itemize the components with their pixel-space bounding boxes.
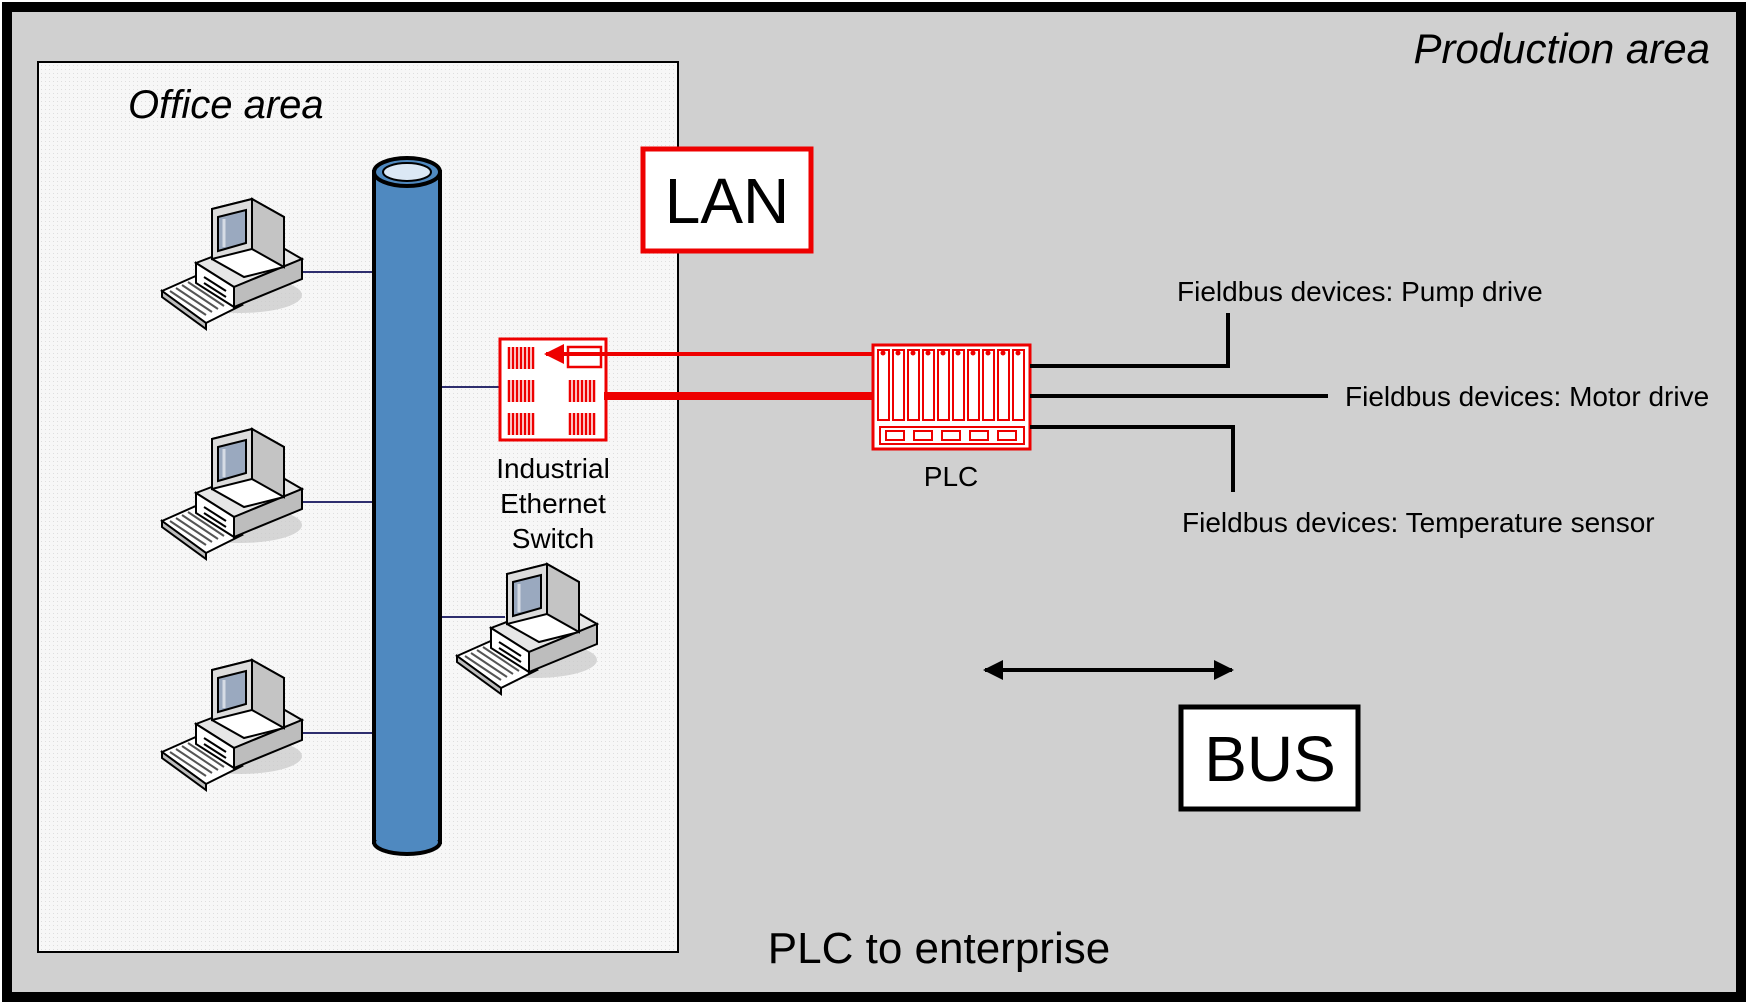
fieldbus-motor-label: Fieldbus devices: Motor drive bbox=[1345, 381, 1709, 412]
bus-label-box bbox=[1178, 704, 1361, 812]
office-connection-lines bbox=[300, 271, 505, 734]
footer-label: PLC to enterprise bbox=[768, 924, 1110, 973]
office-area-label: Office area bbox=[128, 83, 324, 127]
lan-label-box bbox=[640, 146, 814, 254]
fieldbus-temperature-label: Fieldbus devices: Temperature sensor bbox=[1182, 507, 1655, 538]
switch-label-line-3: Switch bbox=[512, 523, 594, 554]
switch-label-line-2: Ethernet bbox=[500, 488, 606, 519]
office-area-box bbox=[37, 61, 679, 953]
bus-label: BUS bbox=[1204, 723, 1336, 795]
fieldbus-lines bbox=[1030, 313, 1328, 492]
lan-backbone-cylinder bbox=[372, 156, 442, 856]
switch-label-line-1: Industrial bbox=[496, 453, 610, 484]
plc-label: PLC bbox=[924, 461, 978, 492]
production-area-label: Production area bbox=[1413, 25, 1710, 72]
lan-label: LAN bbox=[665, 165, 790, 237]
fieldbus-pump-label: Fieldbus devices: Pump drive bbox=[1177, 276, 1543, 307]
plc-rack-icon bbox=[871, 343, 1032, 451]
